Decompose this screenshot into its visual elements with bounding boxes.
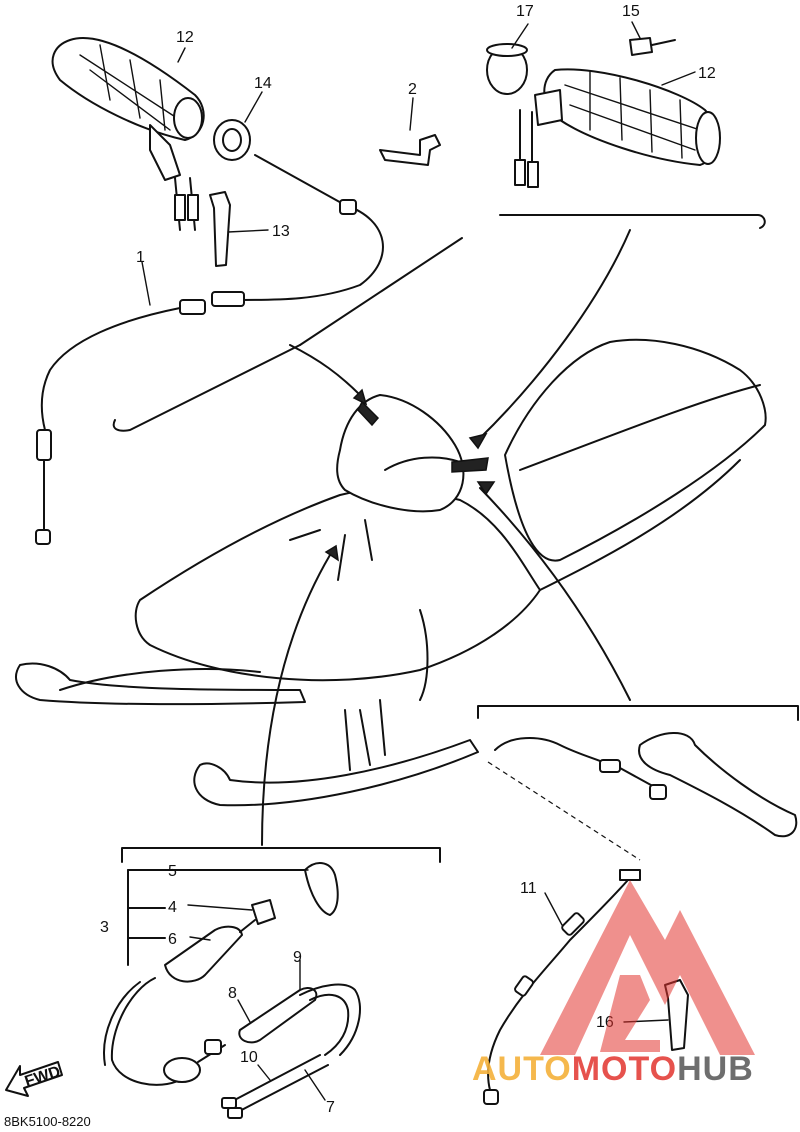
right-handle-grip <box>534 68 721 166</box>
fwd-label: FWD <box>23 1063 63 1090</box>
drawing-code: 8BK5100-8220 <box>4 1114 91 1129</box>
pointer-arrows <box>261 229 631 846</box>
callout-9: 9 <box>293 949 302 966</box>
kill-switch <box>164 925 243 983</box>
callout-3: 3 <box>100 919 109 936</box>
snowmobile-body <box>15 338 767 807</box>
cable-clip <box>379 134 441 166</box>
left-handle-grip <box>51 37 205 181</box>
switch-nut <box>251 899 276 925</box>
watermark-auto: AUTO <box>472 1050 572 1088</box>
left-grip-inset <box>35 37 463 545</box>
callout-11: 11 <box>520 880 537 897</box>
brake-inset <box>477 705 799 1105</box>
watermark-text: AUTOMOTOHUB <box>472 1050 754 1089</box>
right-grip-inset <box>486 37 766 229</box>
watermark-hub: HUB <box>677 1050 754 1088</box>
callout-5: 5 <box>168 863 177 880</box>
leader-lines <box>141 21 696 1101</box>
switch-key <box>209 191 231 267</box>
throttle-cable <box>239 154 384 301</box>
watermark-logo-mark <box>540 880 755 1055</box>
callout-6: 6 <box>168 931 177 948</box>
callout-2: 2 <box>408 81 417 98</box>
brake-switch <box>238 987 318 1044</box>
callout-1: 1 <box>136 249 145 266</box>
callout-4: 4 <box>168 899 177 916</box>
callout-12-right: 12 <box>698 65 716 82</box>
grip-screw <box>629 37 653 56</box>
callout-8: 8 <box>228 985 237 1002</box>
brake-lever <box>638 732 798 838</box>
callout-14: 14 <box>254 75 272 92</box>
forward-arrow-icon <box>5 1061 63 1097</box>
callout-10: 10 <box>240 1049 258 1066</box>
callout-17: 17 <box>516 3 534 20</box>
callout-7: 7 <box>326 1099 335 1116</box>
switch-harness-inset: FWD <box>5 847 441 1119</box>
callout-15: 15 <box>622 3 640 20</box>
watermark-moto: MOTO <box>571 1050 678 1088</box>
callout-numbers: 12 14 2 13 1 17 15 12 5 4 3 6 9 8 10 7 1… <box>100 3 716 1116</box>
callout-12-left: 12 <box>176 29 194 46</box>
callout-13: 13 <box>272 223 290 240</box>
switch-cover <box>304 862 339 916</box>
